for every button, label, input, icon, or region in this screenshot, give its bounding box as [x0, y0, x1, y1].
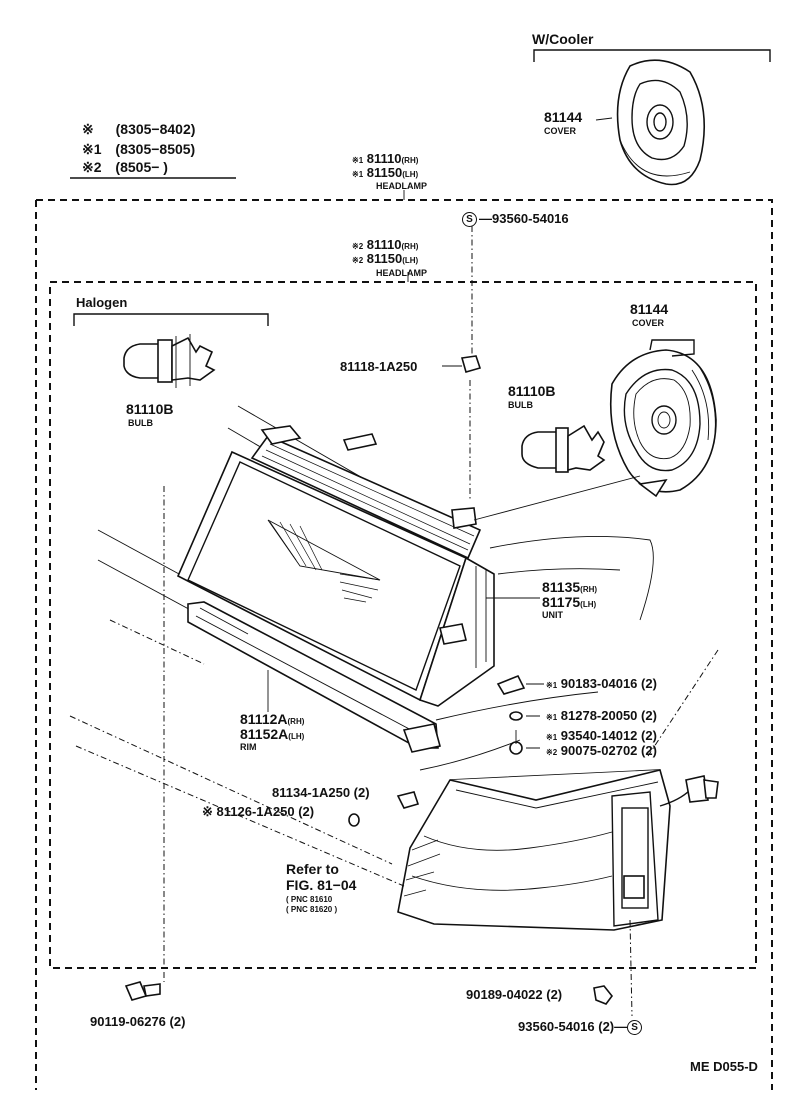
inner-group-frame — [49, 281, 757, 969]
halogen-label: Halogen — [76, 295, 128, 310]
leader-diagonal-3 — [109, 619, 205, 665]
headlamp-inner-name: HEADLAMP — [376, 268, 427, 278]
leader-diagonal-2 — [75, 745, 405, 887]
leader-diagonal-1 — [69, 715, 393, 865]
clip-81126 — [348, 813, 360, 827]
refer-pnc1: ( PNC 81610 — [286, 895, 333, 904]
leader-right-vertical — [629, 919, 633, 1017]
legend-row-1: ※ (8305−8402) — [82, 121, 196, 137]
screw-81134 — [396, 791, 420, 809]
outer-group-frame — [35, 199, 773, 1090]
part-81126-label: ※ 81126-1A250 (2) — [202, 804, 315, 819]
part-90119-label: 90119-06276 (2) — [90, 1014, 186, 1029]
screw-bottom-label: 93560-54016 (2)—S — [518, 1019, 644, 1036]
part-90183-label: ※1 90183-04016 (2) — [546, 676, 657, 691]
rim-name: RIM — [240, 742, 257, 752]
part-90075-label: ※2 90075-02702 (2) — [546, 743, 657, 758]
unit-rh: 81135(RH) — [542, 579, 598, 595]
refer-line2: FIG. 81−04 — [286, 877, 357, 893]
cover-top-name: COVER — [544, 126, 577, 136]
bulb-left-name: BULB — [128, 418, 153, 428]
halogen-bulb-left — [123, 334, 216, 388]
cover-right-number: 81144 — [630, 301, 669, 317]
part-81278-label: ※1 81278-20050 (2) — [546, 708, 657, 723]
unit-name: UNIT — [542, 610, 563, 620]
w-cooler-label: W/Cooler — [532, 31, 594, 47]
halogen-bracket — [73, 313, 269, 326]
corner-lamp — [397, 769, 719, 931]
bulb-left-number: 81110B — [126, 401, 174, 417]
refer-line1: Refer to — [286, 861, 339, 877]
part-90189-label: 90189-04022 (2) — [466, 987, 563, 1002]
headlamp-inner-rh: ※2 81110(RH) — [352, 237, 419, 252]
rim-lh: 81152A(LH) — [240, 726, 305, 742]
bulb-right-number: 81110B — [508, 383, 556, 399]
unit-lh: 81175(LH) — [542, 594, 597, 610]
nut-81118 — [442, 355, 482, 373]
cover-right-name: COVER — [632, 318, 665, 328]
legend-row-2: ※1 (8305−8505) — [82, 141, 196, 157]
bolt-90119 — [124, 981, 161, 1001]
part-93540-label: ※1 93540-14012 (2) — [546, 728, 657, 743]
bulb-right-name: BULB — [508, 400, 533, 410]
clip-90189 — [593, 985, 614, 1005]
halogen-bulb-right — [521, 424, 606, 473]
diagram-code: ME D055-D — [690, 1059, 758, 1074]
nut-81118-label: 81118-1A250 — [340, 359, 418, 374]
cover-w-cooler — [595, 59, 705, 186]
cover-top-number: 81144 — [544, 109, 583, 125]
cover-right — [609, 339, 717, 498]
headlamp-outer-name: HEADLAMP — [376, 181, 427, 191]
leader-right-diag — [647, 649, 719, 757]
headlamp-assembly — [97, 405, 654, 771]
fasteners-right — [496, 674, 544, 755]
part-81134-label: 81134-1A250 (2) — [272, 785, 370, 800]
headlamp-outer-rh: ※1 81110(RH) — [352, 151, 419, 166]
headlamp-inner-lh: ※2 81150(LH) — [352, 251, 419, 266]
w-cooler-bracket — [533, 49, 771, 62]
headlamp-outer-lh: ※1 81150(LH) — [352, 165, 419, 180]
refer-pnc2: ( PNC 81620 ) — [286, 905, 338, 914]
screw-top-label: S—93560-54016 — [462, 211, 569, 228]
legend-row-3: ※2 (8505− ) — [82, 159, 168, 175]
rim-rh: 81112A(RH) — [240, 711, 305, 727]
